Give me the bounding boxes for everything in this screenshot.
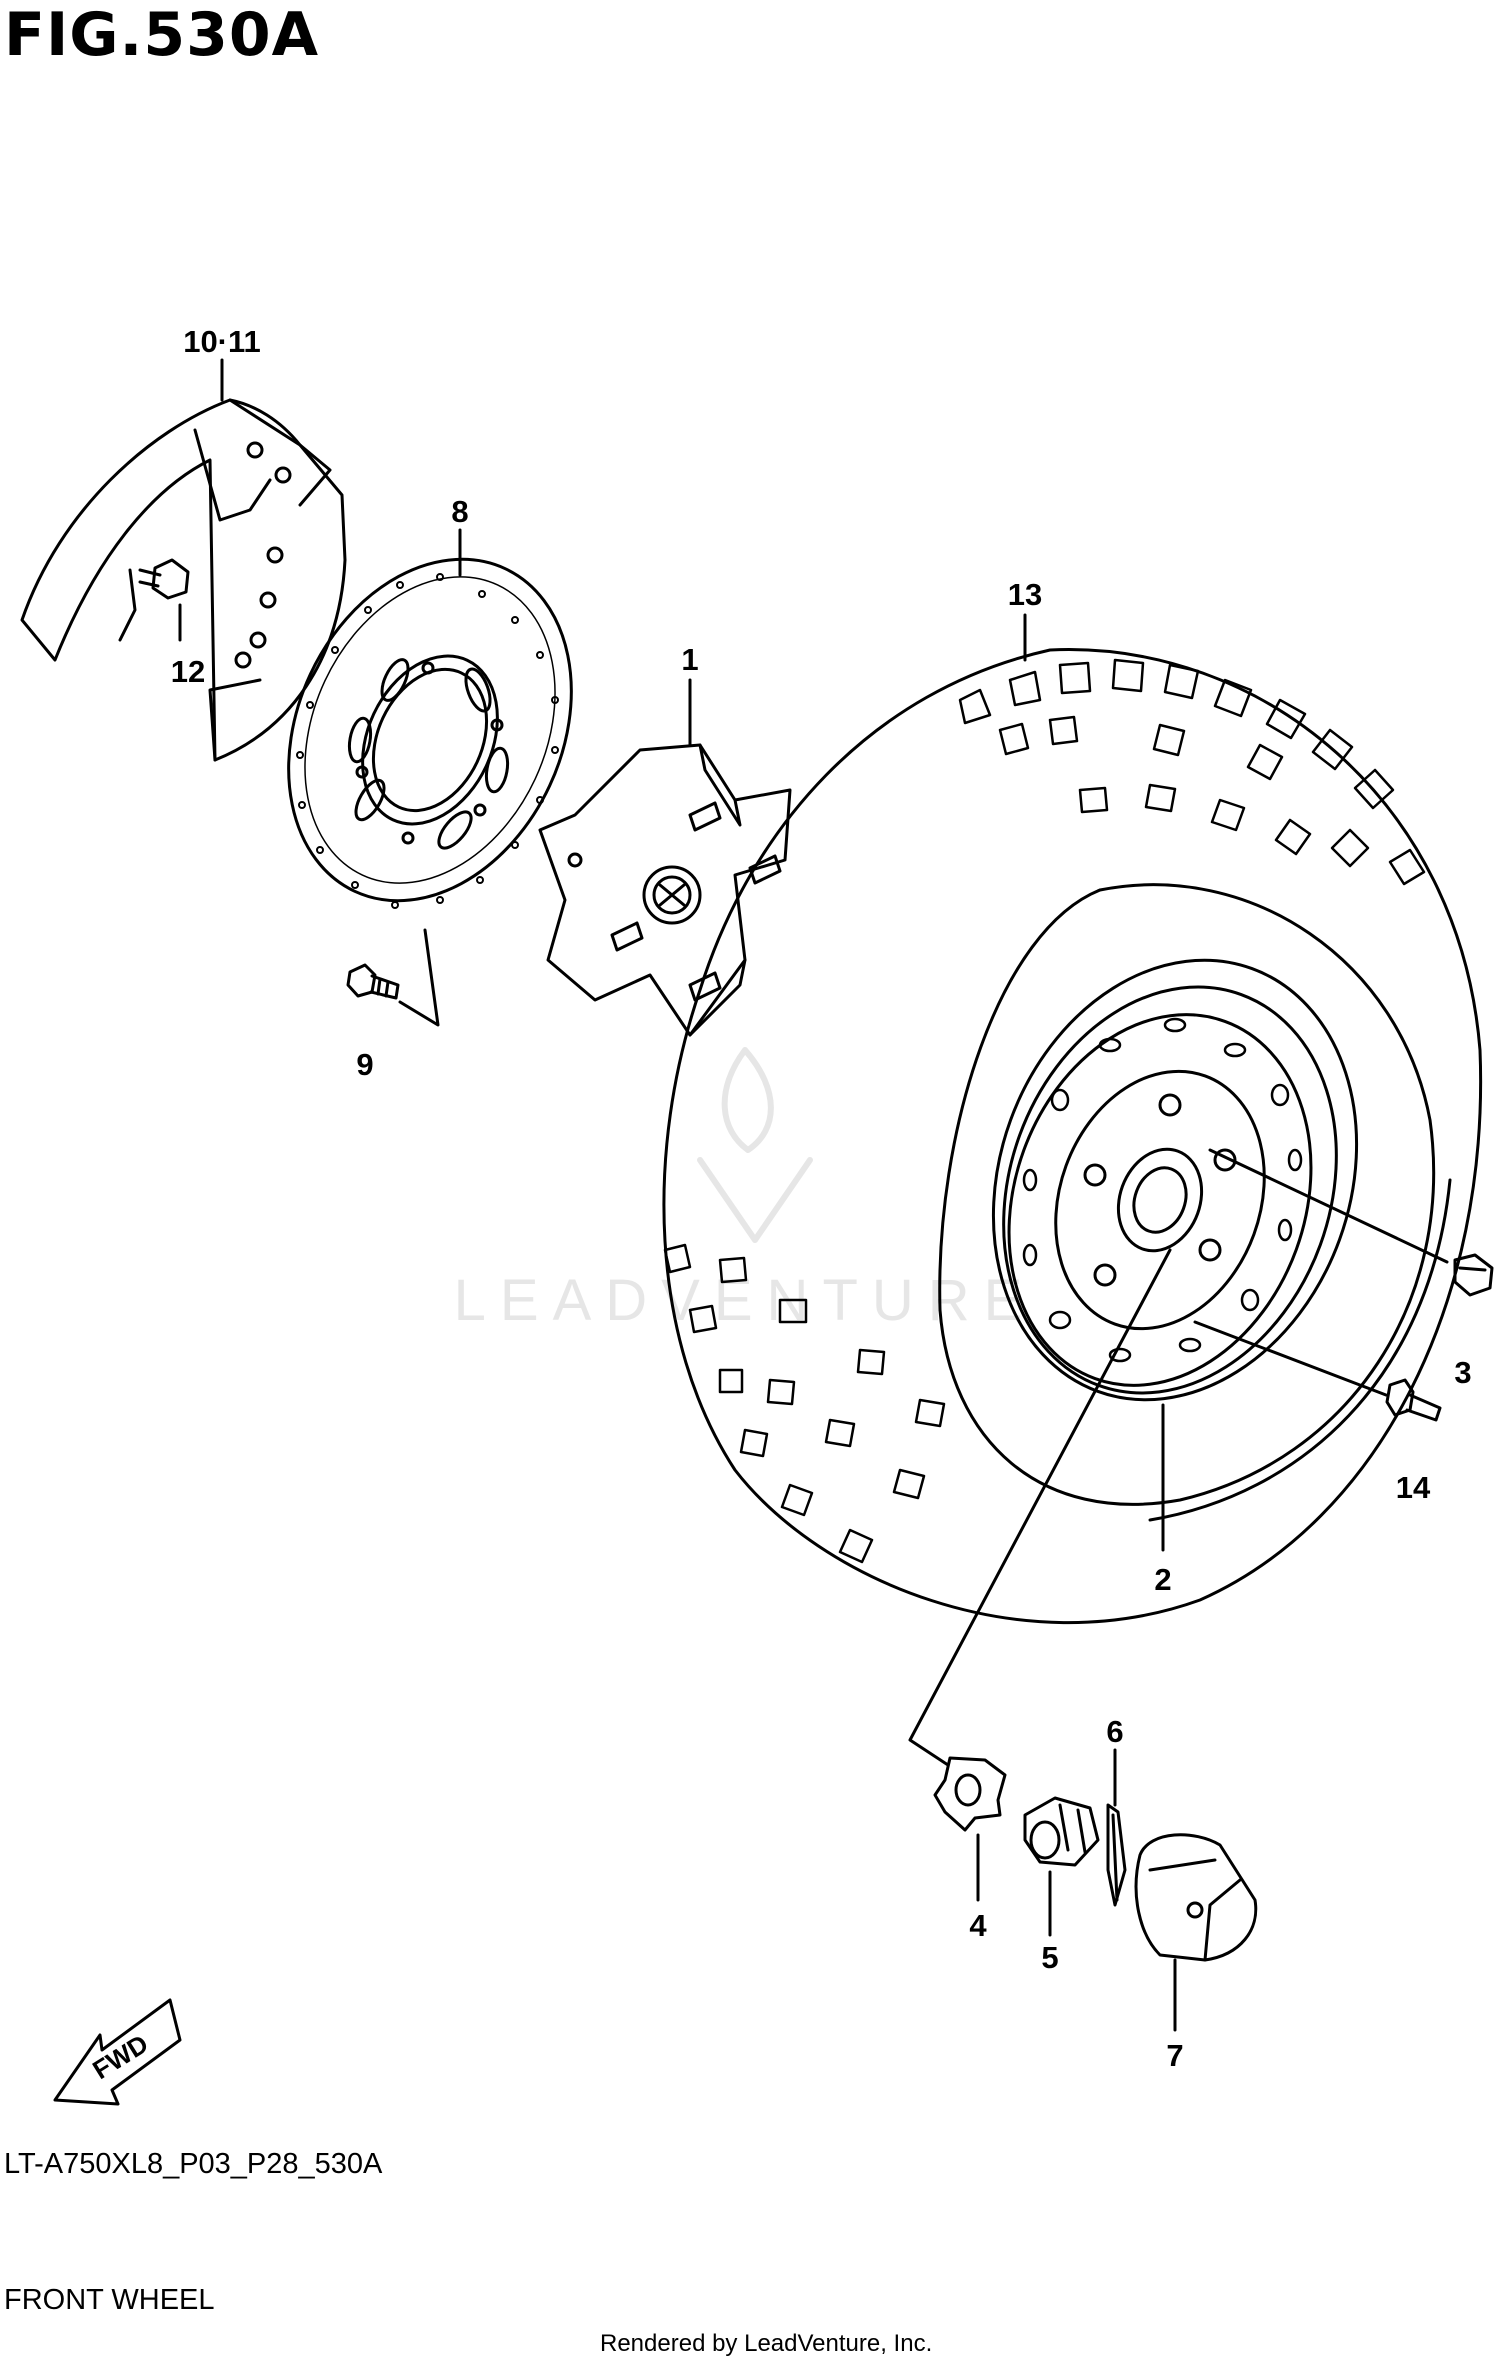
tire-valve-leader — [1193, 1320, 1388, 1397]
cotter-pin[interactable] — [1106, 1803, 1127, 1907]
wheel-rim[interactable] — [934, 909, 1417, 1452]
diagram-code: LT-A750XL8_P03_P28_530A — [4, 2148, 383, 2180]
watermark-text: LEADVENTURE — [454, 1268, 1037, 1333]
disc-bolt-leader — [398, 928, 440, 1027]
callout-6: 6 — [1106, 1714, 1123, 1749]
callout-1: 1 — [681, 642, 698, 677]
callout-14: 14 — [1396, 1470, 1431, 1505]
diagram-name: FRONT WHEEL — [4, 2284, 215, 2316]
tire[interactable] — [662, 648, 1483, 1625]
callout-4: 4 — [969, 1908, 987, 1943]
cover-bolt[interactable] — [138, 558, 190, 600]
lug-nut-leader — [1208, 1148, 1449, 1264]
disc-bolt[interactable] — [346, 963, 400, 1000]
brake-disc[interactable] — [235, 513, 625, 947]
rendered-by-credit: Rendered by LeadVenture, Inc. — [600, 2330, 933, 2357]
brake-disc-cover[interactable] — [20, 398, 347, 762]
callout-12: 12 — [171, 654, 205, 689]
callout-3: 3 — [1454, 1355, 1471, 1390]
callout-5: 5 — [1041, 1940, 1058, 1975]
callout-2: 2 — [1154, 1562, 1171, 1597]
callout-13: 13 — [1008, 577, 1042, 612]
washer-leader — [908, 1248, 1172, 1767]
lug-nut[interactable] — [1453, 1253, 1494, 1297]
lock-washer[interactable] — [933, 1756, 1007, 1832]
watermark-logo — [697, 1047, 813, 1243]
forward-direction-arrow: FWD — [53, 1998, 182, 2106]
hub-cap[interactable] — [1134, 1833, 1258, 1962]
callout-7: 7 — [1166, 2038, 1183, 2073]
callout-8: 8 — [451, 494, 468, 529]
castle-nut[interactable] — [1023, 1796, 1100, 1867]
callout-9: 9 — [356, 1047, 373, 1082]
tire-valve[interactable] — [1385, 1378, 1442, 1422]
wheel-hub[interactable] — [538, 743, 792, 1037]
callout-10-11: 10·11 — [183, 324, 261, 359]
figure-title: FIG.530A — [4, 0, 320, 70]
